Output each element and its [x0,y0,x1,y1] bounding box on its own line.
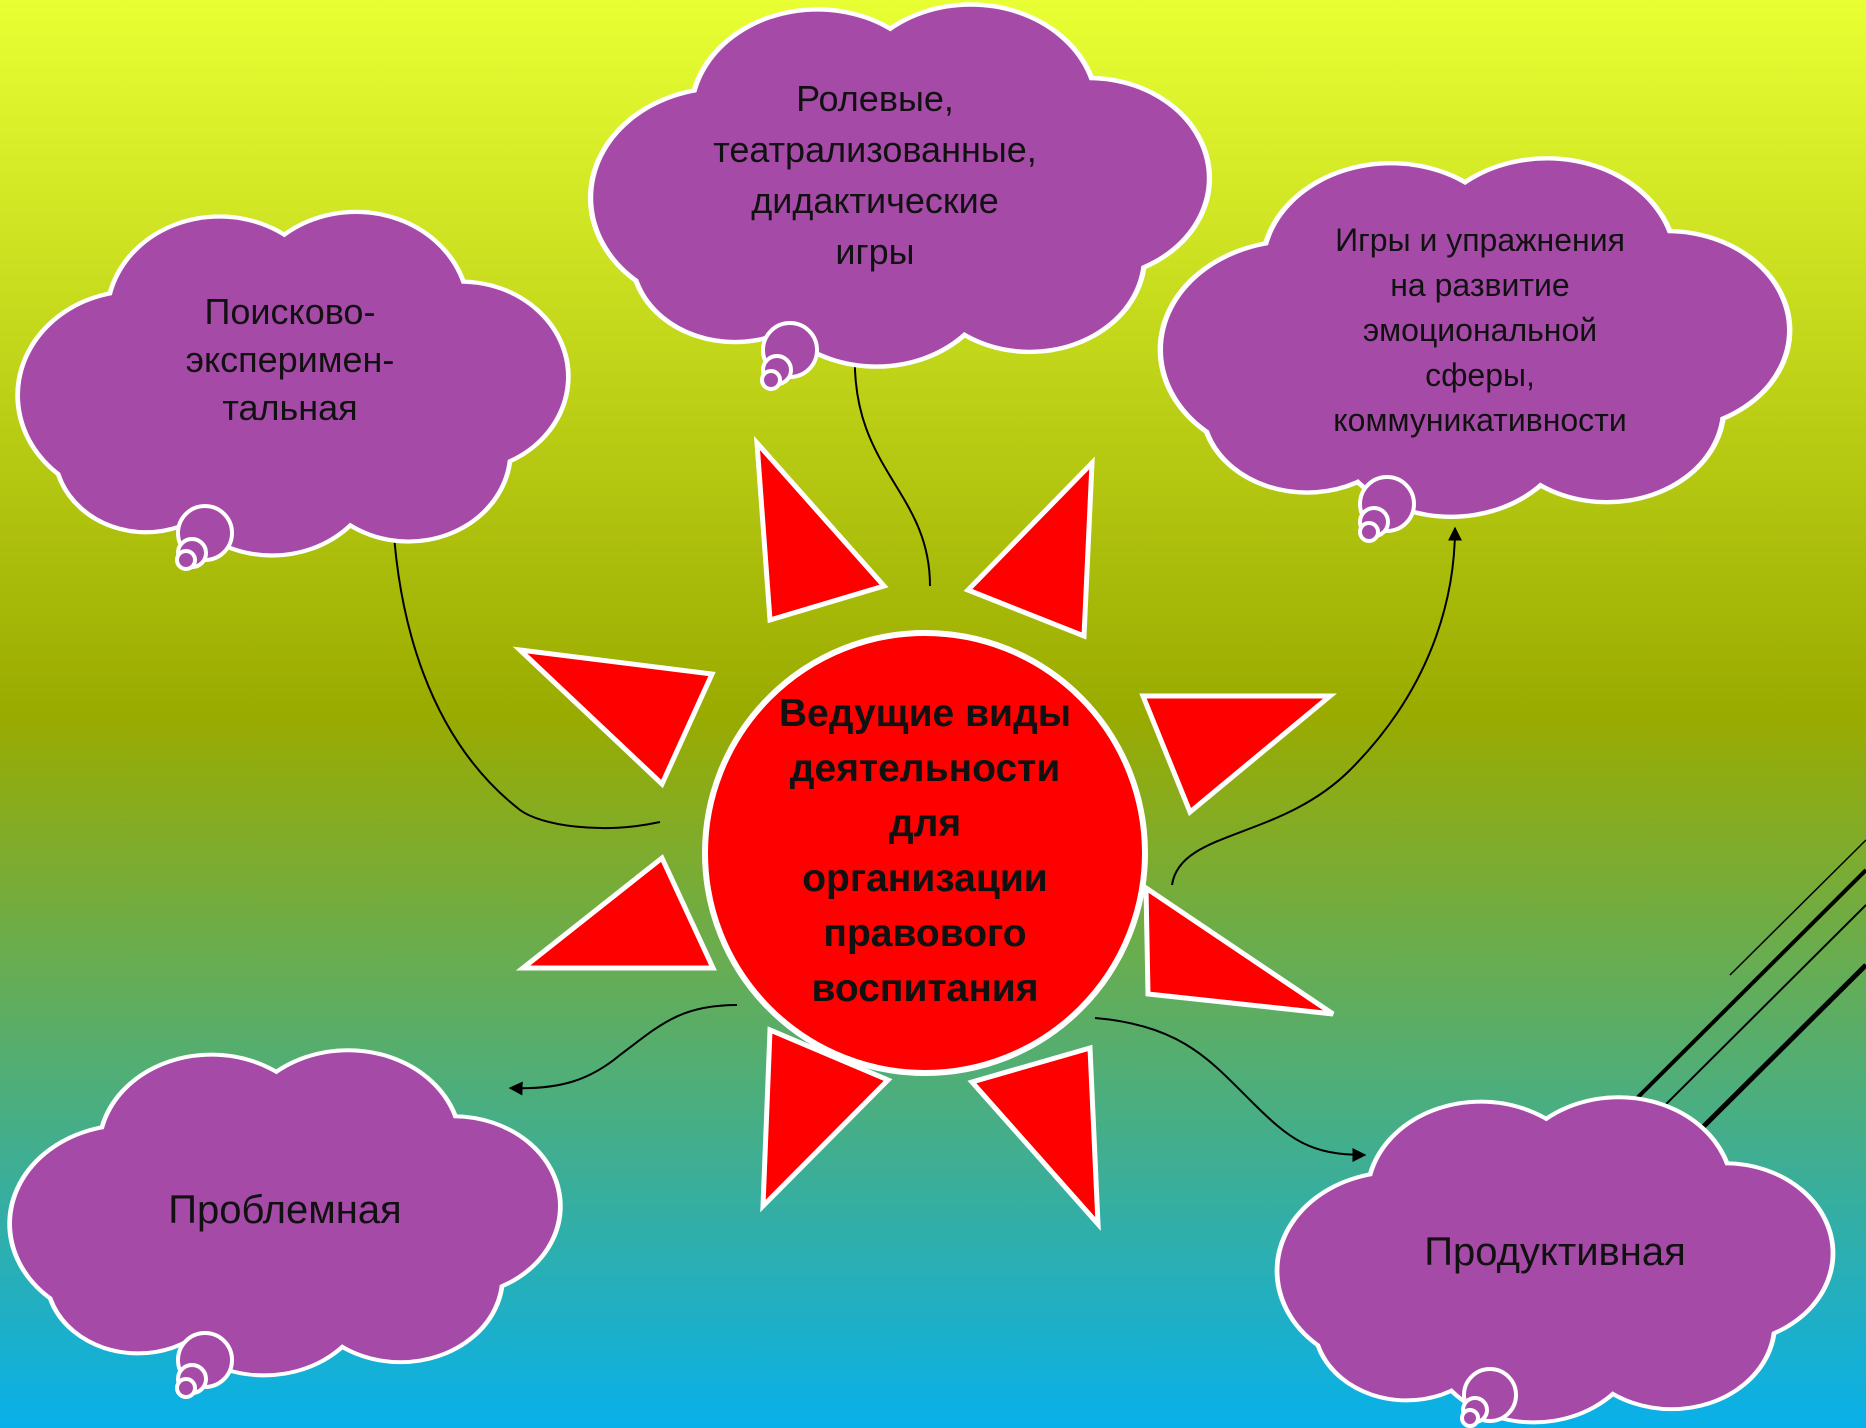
sun-ray [1143,883,1335,1017]
thought-bubble [1460,1367,1518,1428]
sun-ray [1139,693,1337,817]
cloud-search-label: Поисково- эксперимен- тальная [185,291,395,428]
thought-bubble [175,1331,234,1399]
sun-ray [753,435,889,624]
arrow-to-problem [508,1004,738,1096]
center-label: Ведущие виды деятельности для организаци… [778,692,1072,1010]
sun-ray [963,456,1095,640]
arrow-to-search [385,495,661,829]
arrow-to-roleplay [847,348,931,587]
sun-ray [760,1026,893,1213]
connectors [385,348,1462,1162]
sun-ray [512,646,716,789]
thought-bubble [1358,475,1416,543]
cloud-emotional-label: Игры и упражнения на развитие эмоциональ… [1333,221,1627,438]
cloud-productive-label: Продуктивная [1424,1230,1686,1274]
cloud-roleplay-label: Ролевые, театрализованные, дидактические… [713,78,1037,272]
arrow-to-productive [1094,1017,1367,1162]
arrow-to-emotional [1171,526,1462,886]
sun-rays [512,435,1337,1231]
thought-bubble [760,321,819,391]
thought-bubble [175,504,234,571]
sun-ray [967,1044,1101,1231]
sun-ray [515,854,717,971]
cloud-problem-label: Проблемная [168,1188,402,1232]
sun-center [702,630,1148,1076]
